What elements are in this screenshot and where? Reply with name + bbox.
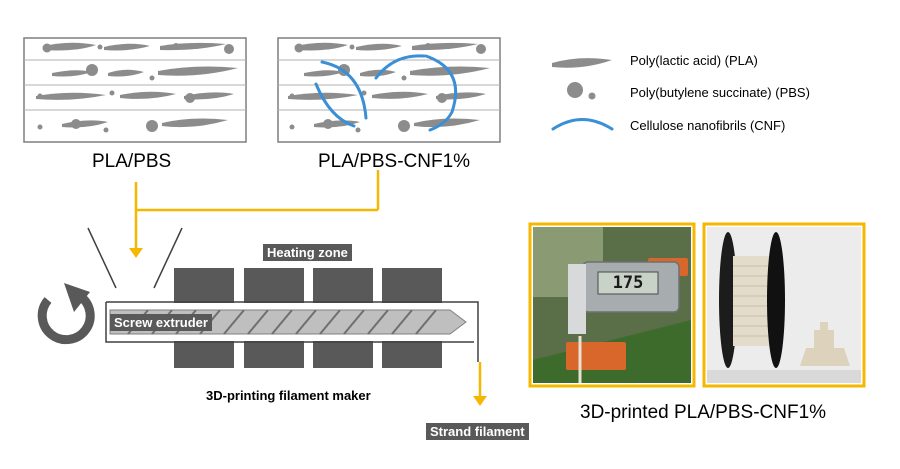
pla-domains <box>36 42 238 128</box>
pla-pbs-cnf-label: PLA/PBS-CNF1% <box>318 151 471 172</box>
machine-name-label: 3D-printing filament maker <box>206 388 371 403</box>
flow-arrows <box>134 170 482 398</box>
pla-pbs-label: PLA/PBS <box>92 151 172 172</box>
rotation-arrow-icon <box>37 283 95 345</box>
cnf-arc-icon <box>551 118 614 131</box>
legend-pla-label: Poly(lactic acid) (PLA) <box>630 53 758 68</box>
spool-flange <box>719 232 737 368</box>
barrel <box>105 301 479 362</box>
caliper-photo <box>528 222 696 388</box>
heating-zone-tag: Heating zone <box>263 244 352 261</box>
printed-boat-icon <box>800 322 850 366</box>
cnf-fibril <box>374 54 426 80</box>
legend-icons <box>551 58 614 131</box>
pbs-droplets-cnf <box>289 43 486 133</box>
spool-flange <box>767 232 785 368</box>
photo-caption: 3D-printed PLA/PBS-CNF1% <box>580 402 827 423</box>
screw-extruder-tag: Screw extruder <box>110 314 212 331</box>
pla-pbs-panel <box>23 37 247 143</box>
caliper-display <box>597 271 659 295</box>
caliper-jaw <box>568 264 586 334</box>
filament-coil <box>733 256 771 346</box>
pbs-droplets <box>37 43 234 133</box>
strand-arrowhead <box>473 396 487 406</box>
pla-shape-icon <box>552 58 612 68</box>
feed-arrowhead <box>129 248 143 258</box>
caliper-reading: 175 <box>612 273 644 293</box>
strand-filament-tag: Strand filament <box>426 423 529 440</box>
coil-lines <box>733 265 771 337</box>
legend-cnf-label: Cellulose nanofibrils (CNF) <box>630 118 786 133</box>
hopper <box>87 227 183 289</box>
cnf-fibril <box>314 82 356 128</box>
cnf-network <box>314 54 458 132</box>
pla-pbs-cnf-panel <box>277 37 501 143</box>
extruder <box>37 227 479 368</box>
cnf-fibril <box>320 60 368 120</box>
cnf-fibril <box>424 54 458 132</box>
legend-pbs-label: Poly(butylene succinate) (PBS) <box>630 85 810 100</box>
pbs-dots-icon <box>567 82 596 100</box>
spool-photo <box>702 222 866 388</box>
